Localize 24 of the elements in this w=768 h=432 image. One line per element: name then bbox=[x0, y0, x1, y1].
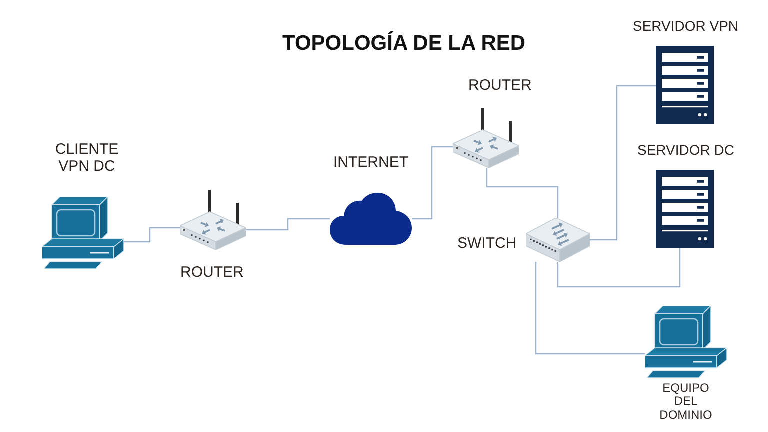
connector-line bbox=[412, 146, 453, 220]
desktop-computer-icon bbox=[645, 306, 727, 378]
desktop-computer-icon bbox=[42, 197, 124, 269]
connector-line bbox=[486, 168, 559, 218]
device-label: SWITCH bbox=[458, 235, 517, 252]
device-label: EQUIPO DEL DOMINIO bbox=[658, 382, 714, 422]
device-label: ROUTER bbox=[180, 264, 244, 282]
network-switch-icon bbox=[526, 218, 590, 262]
server-icon bbox=[656, 170, 714, 248]
server-icon bbox=[656, 46, 714, 124]
device-label: INTERNET bbox=[334, 154, 408, 172]
device-label: SERVIDOR VPN bbox=[633, 18, 739, 34]
device-label: SERVIDOR DC bbox=[638, 142, 734, 158]
connector-line bbox=[124, 227, 180, 243]
device-label: ROUTER bbox=[468, 77, 532, 94]
cloud-icon bbox=[330, 193, 412, 245]
connector-line bbox=[557, 248, 681, 288]
wireless-router-icon bbox=[453, 108, 519, 168]
wireless-router-icon bbox=[180, 190, 246, 250]
device-label: CLIENTE VPN DC bbox=[54, 141, 120, 176]
connector-line bbox=[535, 262, 645, 355]
connector-line bbox=[590, 85, 656, 241]
connector-line bbox=[246, 218, 330, 231]
diagram-title: TOPOLOGÍA DE LA RED bbox=[282, 32, 526, 56]
